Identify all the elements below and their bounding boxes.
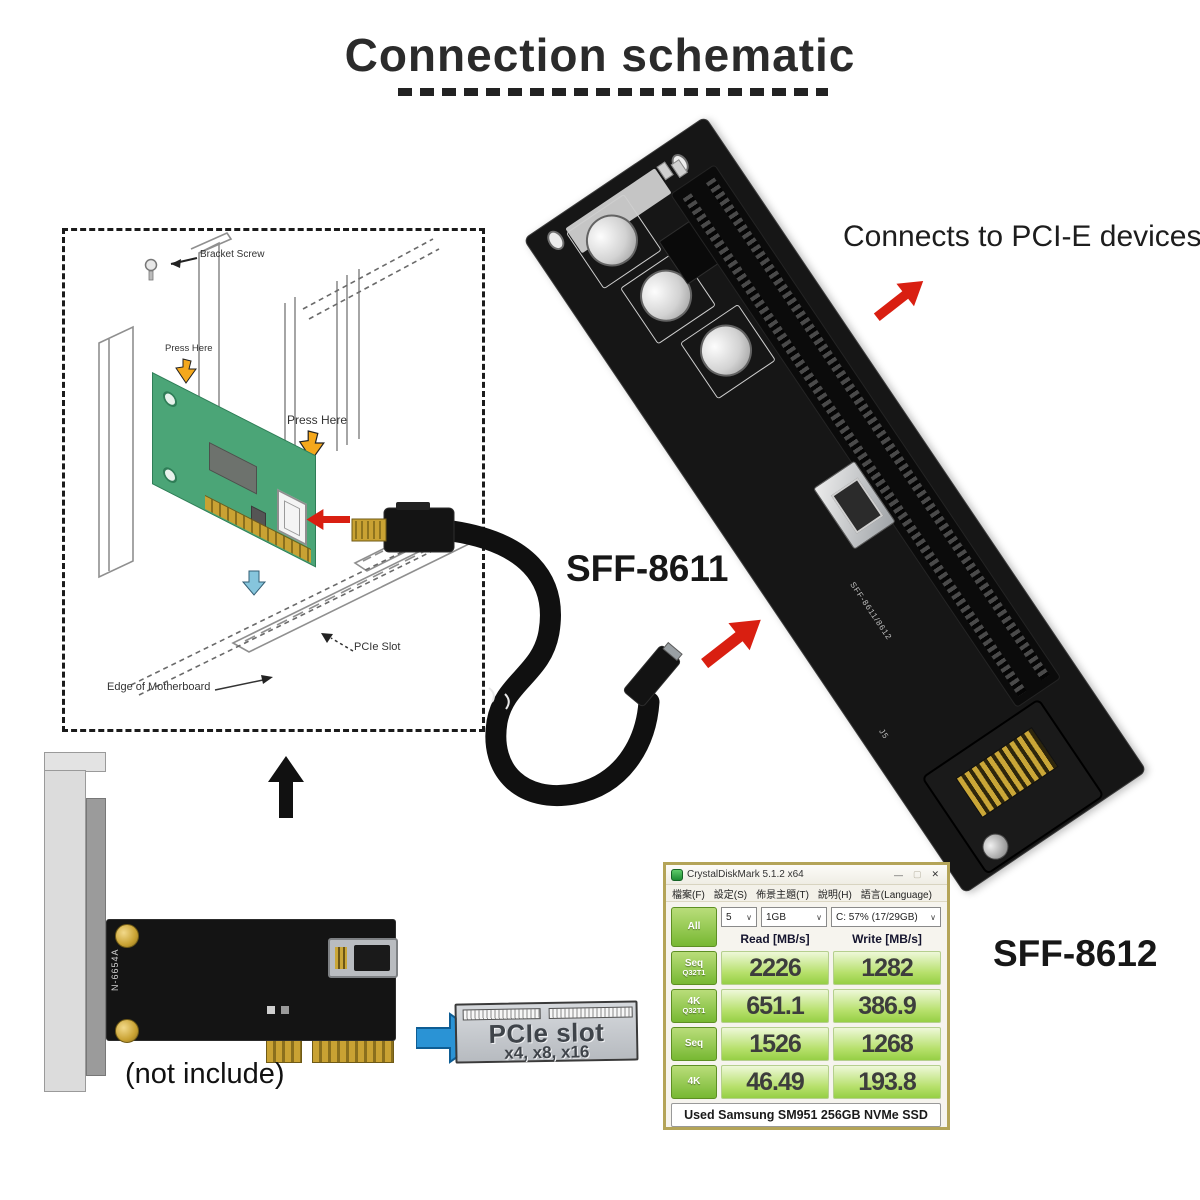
crystaldiskmark-app-icon: [671, 868, 683, 881]
u2-edge-connector: [921, 698, 1105, 876]
test-count-select[interactable]: 5 ∨: [721, 907, 757, 927]
menu-theme[interactable]: 佈景主題(T): [756, 889, 809, 901]
seq-read-value: 1526: [721, 1027, 829, 1061]
sff-8612-label: SFF-8612: [993, 933, 1158, 974]
card-hole: [163, 464, 177, 486]
maximize-button[interactable]: ▢: [912, 869, 922, 879]
red-arrow-icon: [701, 619, 761, 669]
cdm-window-title: CrystalDiskMark 5.1.2 x64: [687, 869, 804, 880]
board-silkscreen-text: SFF-8611/8612: [848, 580, 894, 642]
slot-pin-row: [682, 193, 1027, 697]
target-drive-select[interactable]: C: 57% (17/29GB) ∨: [831, 907, 941, 927]
installation-diagram-box: Bracket Screw Press Here Press Here PCIe…: [62, 228, 485, 732]
4k-button[interactable]: 4K: [671, 1065, 717, 1099]
u2-gold-pins: [955, 726, 1059, 819]
edge-finger-short: [266, 1041, 302, 1063]
connects-pcie-label: Connects to PCI-E devices: [843, 220, 1200, 253]
pcie-slot-label: PCIe Slot: [354, 641, 401, 653]
bracket-screw-icon: [144, 257, 198, 281]
oculink-gold: [335, 947, 347, 969]
align-arrow-icon: [241, 570, 267, 596]
oculink-latch: [354, 945, 390, 971]
cdm-settings-row: 5 ∨ 1GB ∨ C: 57% (17/29GB) ∨: [721, 907, 941, 927]
page-title: Connection schematic: [344, 29, 856, 81]
motherboard-lineart: [98, 231, 471, 696]
seq-q32t1-read-value: 2226: [721, 951, 829, 985]
card-screw: [115, 1019, 139, 1043]
write-column-header: Write [MB/s]: [852, 932, 922, 946]
card-screw: [115, 924, 139, 948]
bracket-inner-strip: [86, 798, 106, 1076]
sff-8611-label: SFF-8611: [566, 548, 729, 589]
press-arrow-icon: [298, 430, 325, 461]
read-column-header: Read [MB/s]: [740, 932, 810, 946]
edge-of-motherboard-label: Edge of Motherboard: [107, 681, 211, 693]
board-screw: [977, 828, 1014, 865]
press-here-top-label: Press Here: [165, 343, 213, 354]
bracket-screw-label: Bracket Screw: [200, 249, 265, 260]
chevron-down-icon: ∨: [816, 912, 822, 922]
4k-read-value: 46.49: [721, 1065, 829, 1099]
card-chip: [209, 442, 257, 495]
menu-file[interactable]: 檔案(F): [672, 889, 705, 901]
pcie-slot-block-sizes: x4, x8, x16: [504, 1042, 590, 1063]
press-arrow-icon: [175, 358, 197, 384]
cdm-body: All 5 ∨ 1GB ∨ C: 57% (17/29GB) ∨ Read [M…: [666, 902, 947, 1132]
chevron-down-icon: ∨: [930, 912, 936, 922]
benchmark-note: Used Samsung SM951 256GB NVMe SSD: [671, 1103, 941, 1127]
cdm-menubar: 檔案(F) 設定(S) 佈景主題(T) 說明(H) 語言(Language): [666, 885, 947, 902]
edge-finger-long: [312, 1041, 394, 1063]
oculink-connector: [328, 938, 398, 978]
cdm-titlebar: CrystalDiskMark 5.1.2 x64 — ▢ ✕: [666, 865, 947, 885]
seq-write-value: 1268: [833, 1027, 941, 1061]
silkscreen-mark: [281, 1006, 289, 1014]
bracket-bar: [44, 770, 86, 1092]
title-underline: [398, 88, 828, 96]
4k-write-value: 193.8: [833, 1065, 941, 1099]
bracket-tab: [44, 752, 106, 772]
close-button[interactable]: ✕: [931, 869, 939, 879]
press-here-right-label: Press Here: [287, 413, 348, 427]
pcie-slot-block: PCIe slot x4, x8, x16: [454, 1000, 639, 1064]
up-arrow-icon: [268, 756, 304, 818]
minimize-button[interactable]: —: [893, 869, 903, 880]
not-include-label: (not include): [125, 1058, 285, 1090]
board-ref-j5: J5: [877, 727, 891, 741]
4k-q32t1-write-value: 386.9: [833, 989, 941, 1023]
test-size-select[interactable]: 1GB ∨: [761, 907, 827, 927]
cable-connector-b: [623, 641, 683, 707]
menu-help[interactable]: 說明(H): [817, 889, 852, 901]
all-test-button[interactable]: All: [671, 907, 717, 947]
4k-q32t1-read-value: 651.1: [721, 989, 829, 1023]
silkscreen-mark: [267, 1006, 275, 1014]
menu-settings[interactable]: 設定(S): [713, 889, 748, 901]
crystaldiskmark-window: CrystalDiskMark 5.1.2 x64 — ▢ ✕ 檔案(F) 設定…: [663, 862, 950, 1130]
seq-button[interactable]: Seq: [671, 1027, 717, 1061]
red-arrow-icon: [873, 280, 924, 321]
card-hole: [163, 388, 177, 410]
chevron-down-icon: ∨: [746, 912, 752, 922]
menu-language[interactable]: 語言(Language): [860, 889, 932, 901]
seq-q32t1-write-value: 1282: [833, 951, 941, 985]
board-hole: [543, 227, 568, 254]
